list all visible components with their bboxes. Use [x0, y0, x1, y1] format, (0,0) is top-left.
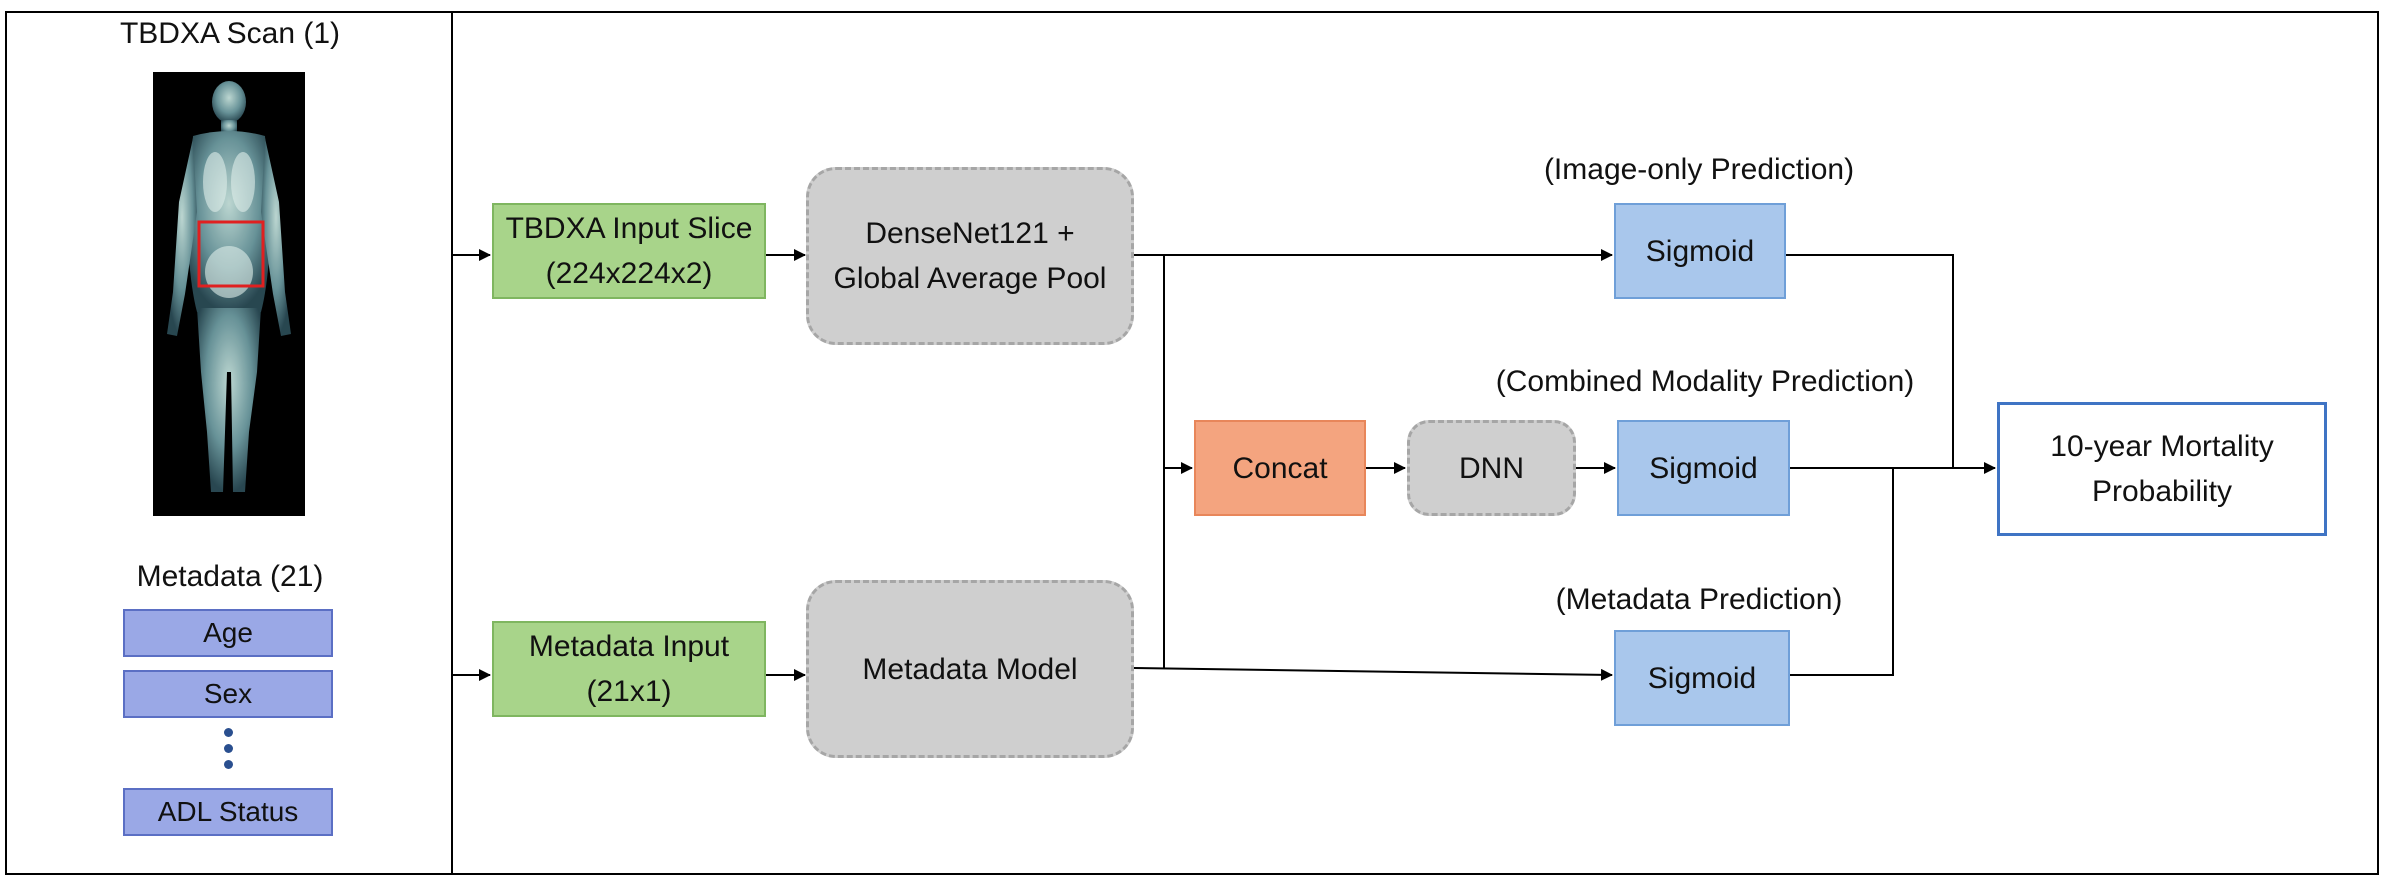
roi-box [197, 220, 265, 288]
image-only-prediction-label: (Image-only Prediction) [1543, 153, 1855, 186]
ellipsis-dots-icon [224, 728, 234, 776]
metadata-item-sex: Sex [123, 670, 333, 718]
tbdxa-input-slice-label: TBDXA Input Slice (224x224x2) [505, 212, 753, 290]
body-silhouette-icon [167, 81, 291, 492]
metadata-model-box: Metadata Model [806, 580, 1134, 758]
metadata-title: Metadata (21) [136, 560, 324, 593]
image-sigmoid-to-output [1786, 254, 1954, 468]
sigmoid-image-box: Sigmoid [1614, 203, 1786, 299]
metadata-item-adl-status: ADL Status [123, 788, 333, 836]
dnn-box: DNN [1407, 420, 1576, 516]
metadata-prediction-label: (Metadata Prediction) [1555, 583, 1843, 616]
sigmoid-combined-box: Sigmoid [1617, 420, 1790, 516]
sigmoid-metadata-box: Sigmoid [1614, 630, 1790, 726]
tbdxa-input-slice-box: TBDXA Input Slice (224x224x2) [492, 203, 766, 299]
metadata-input-label: Metadata Input (21x1) [528, 630, 730, 708]
arrow-metadata-to-sigmoid [1133, 667, 1613, 681]
combined-modality-prediction-label: (Combined Modality Prediction) [1495, 365, 1915, 398]
mortality-output-label: 10-year Mortality Probability [2050, 430, 2274, 508]
scan-title: TBDXA Scan (1) [119, 17, 341, 50]
outer-frame [5, 11, 2379, 875]
metadata-model-label: Metadata Model [862, 652, 1078, 686]
densenet-box: DenseNet121 + Global Average Pool [806, 167, 1134, 345]
tbdxa-scan-image [153, 72, 305, 516]
densenet-label: DenseNet121 + Global Average Pool [833, 217, 1107, 295]
mortality-output-box: 10-year Mortality Probability [1997, 402, 2327, 536]
concat-box: Concat [1194, 420, 1366, 516]
metadata-sigmoid-to-output [1790, 468, 1894, 676]
metadata-item-age: Age [123, 609, 333, 657]
metadata-input-box: Metadata Input (21x1) [492, 621, 766, 717]
